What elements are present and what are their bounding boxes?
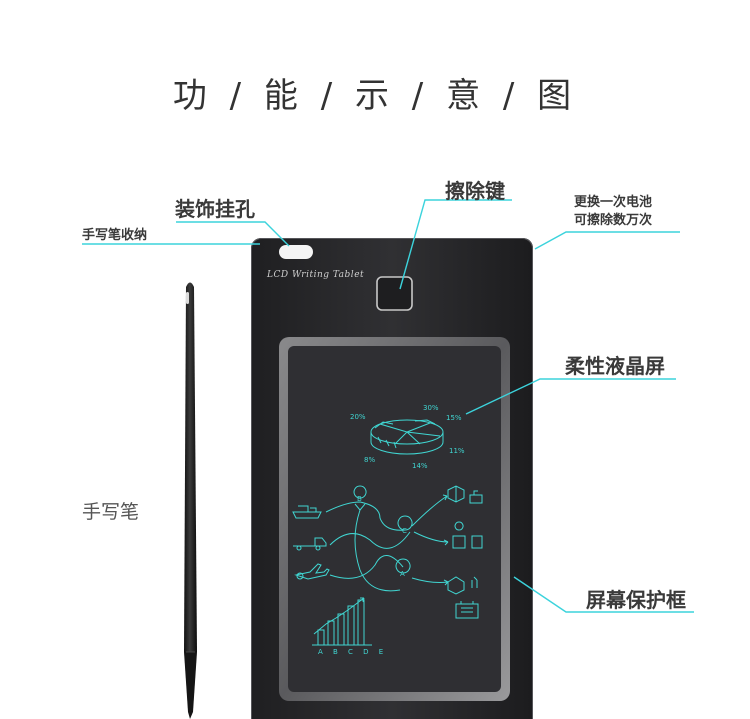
pie-label: 15% bbox=[446, 414, 462, 422]
ink-bar-sketch bbox=[312, 597, 372, 646]
label-battery: 更换一次电池 可擦除数万次 bbox=[574, 194, 652, 230]
label-stylus: 手写笔 bbox=[82, 501, 140, 523]
svg-text:A: A bbox=[400, 570, 405, 578]
tablet-brand-text: LCD Writing Tablet bbox=[267, 270, 365, 280]
label-hang-hole: 装饰挂孔 bbox=[175, 197, 255, 221]
label-battery-line2: 可擦除数万次 bbox=[574, 213, 653, 228]
pie-label: 14% bbox=[412, 462, 428, 470]
pie-label: 30% bbox=[423, 404, 439, 412]
ink-pie-labels: 20% 30% 15% 11% 8% 14% bbox=[350, 404, 465, 470]
leader-erase-key bbox=[399, 199, 512, 290]
pie-label: 20% bbox=[350, 413, 366, 421]
svg-text:C: C bbox=[402, 527, 407, 535]
pie-label: 8% bbox=[364, 456, 375, 464]
page-title: 功 / 能 / 示 / 意 / 图 bbox=[172, 76, 578, 116]
erase-button[interactable] bbox=[376, 276, 413, 311]
svg-text:B: B bbox=[357, 495, 362, 503]
label-lcd-screen: 柔性液晶屏 bbox=[565, 354, 665, 378]
label-pen-slot: 手写笔收纳 bbox=[82, 228, 148, 243]
bar-axis-labels: A B C D E bbox=[318, 648, 387, 656]
leader-battery bbox=[534, 231, 680, 250]
leader-screen-frame bbox=[513, 576, 694, 613]
label-screen-frame: 屏幕保护框 bbox=[586, 588, 686, 612]
stylus bbox=[184, 282, 197, 719]
ink-pin-letters: B C A bbox=[357, 495, 407, 578]
pie-label: 11% bbox=[449, 447, 465, 455]
label-battery-line1: 更换一次电池 bbox=[574, 195, 653, 210]
leader-hang-hole bbox=[176, 221, 290, 247]
label-erase-key: 擦除键 bbox=[445, 179, 505, 203]
leader-lcd-screen bbox=[465, 378, 676, 415]
lcd-screen bbox=[288, 346, 501, 692]
callout-lines bbox=[82, 199, 694, 613]
hang-hole bbox=[279, 245, 313, 259]
ink-pie-sketch bbox=[370, 419, 444, 455]
ink-logistics-sketch bbox=[292, 485, 483, 619]
